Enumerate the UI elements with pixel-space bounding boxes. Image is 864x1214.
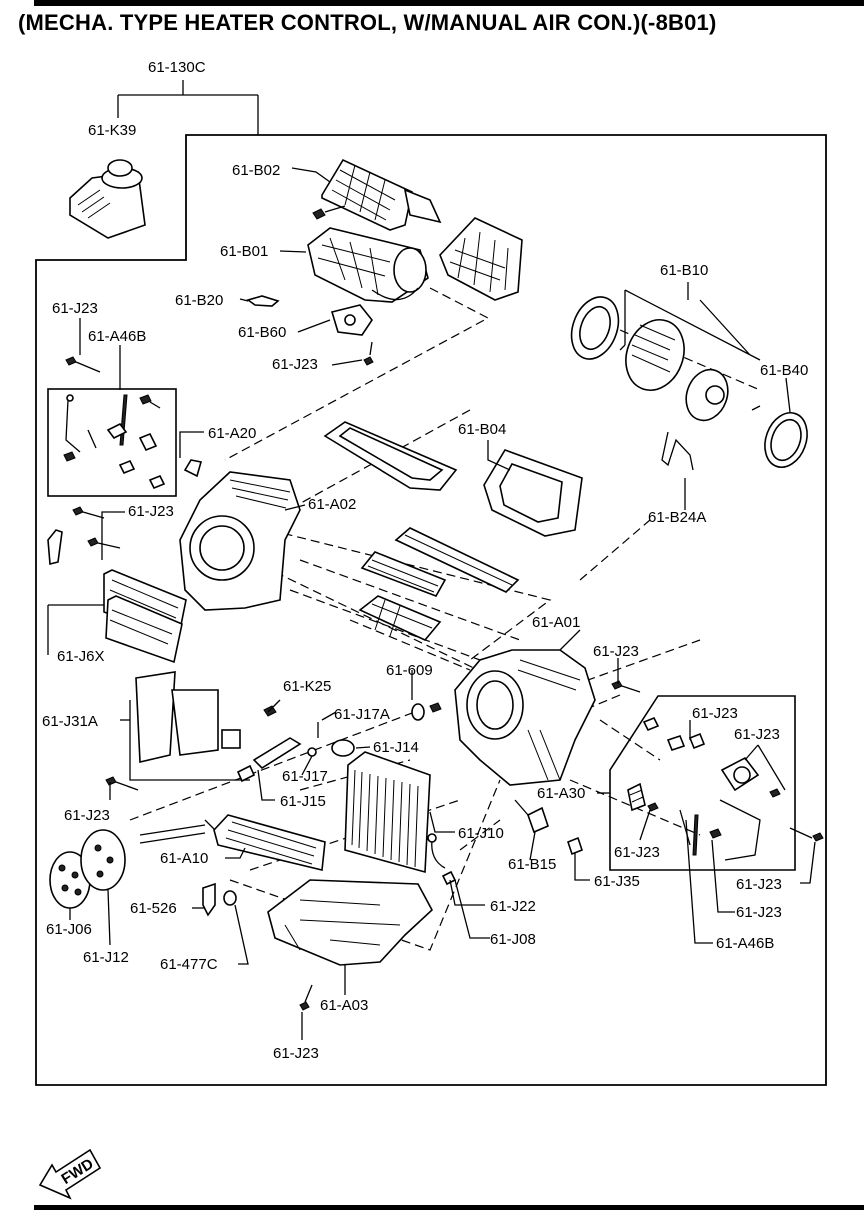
label-61-a46b-left: 61-A46B	[88, 328, 146, 345]
label-61-a01: 61-A01	[532, 614, 580, 631]
part-b02-intake-grille	[321, 158, 442, 231]
part-j31a-insulation	[129, 671, 250, 781]
part-j22-sensor	[427, 833, 457, 886]
part-a02-left-housing	[179, 459, 301, 611]
label-61-a02: 61-A02	[308, 496, 356, 513]
assembly-dash-lines	[129, 287, 761, 951]
label-61-j08: 61-J08	[490, 931, 536, 948]
label-61-b24a: 61-B24A	[648, 509, 706, 526]
part-b04-filter-frame	[483, 449, 583, 537]
bottom-rule	[34, 1205, 864, 1210]
fwd-arrow-icon: FWD	[38, 1148, 102, 1200]
part-j10-evaporator	[344, 751, 431, 874]
part-b01-intake-housing	[307, 227, 429, 303]
label-61-130c: 61-130C	[148, 59, 206, 76]
part-intake-filter-panel	[439, 217, 523, 301]
page-title: (MECHA. TYPE HEATER CONTROL, W/MANUAL AI…	[18, 10, 717, 35]
label-61-j23-r5: 61-J23	[736, 904, 782, 921]
screws	[65, 205, 824, 1011]
label-61-j35: 61-J35	[594, 873, 640, 890]
label-61-477c: 61-477C	[160, 956, 218, 973]
part-526-477c-hose	[202, 882, 237, 917]
subgroup-box-a20	[47, 388, 177, 497]
label-61-j15: 61-J15	[280, 793, 326, 810]
label-61-a46b-right: 61-A46B	[716, 935, 774, 952]
callout-leaders	[47, 167, 816, 1040]
label-61-k25: 61-K25	[283, 678, 331, 695]
subgroup-box-a30	[609, 695, 796, 871]
bracket-130c	[117, 80, 259, 135]
label-61-526: 61-526	[130, 900, 177, 917]
label-61-b01: 61-B01	[220, 243, 268, 260]
label-61-j17a: 61-J17A	[334, 706, 390, 723]
diagram-frame	[35, 134, 827, 1086]
part-j6x-filter-stack	[47, 529, 187, 664]
label-61-609: 61-609	[386, 662, 433, 679]
label-61-j23-top-left: 61-J23	[52, 300, 98, 317]
label-61-j31a: 61-J31A	[42, 713, 98, 730]
label-61-j17: 61-J17	[282, 768, 328, 785]
label-61-j10: 61-J10	[458, 825, 504, 842]
label-61-b04: 61-B04	[458, 421, 506, 438]
part-a03-lower-case	[267, 879, 433, 966]
part-k39-blower-resistor	[69, 159, 146, 239]
part-a10-heater-core	[139, 814, 326, 871]
label-61-j12: 61-J12	[83, 949, 129, 966]
part-upper-gasket	[323, 421, 458, 491]
label-61-j23-top: 61-J23	[272, 356, 318, 373]
label-61-j23-mid: 61-J23	[128, 503, 174, 520]
label-61-j23-r3: 61-J23	[614, 844, 660, 861]
label-61-j23-a01: 61-J23	[593, 643, 639, 660]
label-61-a10: 61-A10	[160, 850, 208, 867]
part-b15-j35-sensor	[514, 799, 583, 856]
label-61-j6x: 61-J6X	[57, 648, 105, 665]
part-b10-blower-motor	[570, 290, 761, 422]
label-61-a20: 61-A20	[208, 425, 256, 442]
part-b24a-harness	[661, 431, 694, 471]
label-61-k39: 61-K39	[88, 122, 136, 139]
top-rule	[34, 0, 864, 6]
label-61-j23-r1: 61-J23	[692, 705, 738, 722]
part-b20-clip	[246, 295, 280, 307]
part-b40-ring	[764, 412, 808, 468]
label-61-j06: 61-J06	[46, 921, 92, 938]
label-61-j23-r4: 61-J23	[736, 876, 782, 893]
part-a20-link-set	[63, 394, 166, 490]
part-a02-dampers	[358, 527, 520, 641]
label-61-j14: 61-J14	[373, 739, 419, 756]
part-b60-actuator	[330, 304, 373, 336]
part-j06-j12-seals	[49, 829, 126, 909]
label-61-b02: 61-B02	[232, 162, 280, 179]
label-61-j23-bottom: 61-J23	[273, 1045, 319, 1062]
part-heater-valve-group	[236, 722, 355, 783]
part-a30-link-set	[627, 716, 781, 861]
label-61-j22: 61-J22	[490, 898, 536, 915]
label-61-j23-r2: 61-J23	[734, 726, 780, 743]
label-61-j23-lower-left: 61-J23	[64, 807, 110, 824]
label-61-b20: 61-B20	[175, 292, 223, 309]
part-a01-right-housing	[454, 649, 596, 786]
label-61-b15: 61-B15	[508, 856, 556, 873]
label-61-b10: 61-B10	[660, 262, 708, 279]
label-61-a03: 61-A03	[320, 997, 368, 1014]
part-609-grommet	[411, 702, 442, 721]
callout-labels: 61-130C 61-K39 61-B02 61-B01 61-B20 61-J…	[42, 59, 808, 1062]
label-61-b40: 61-B40	[760, 362, 808, 379]
label-61-a30: 61-A30	[537, 785, 585, 802]
label-61-b60: 61-B60	[238, 324, 286, 341]
